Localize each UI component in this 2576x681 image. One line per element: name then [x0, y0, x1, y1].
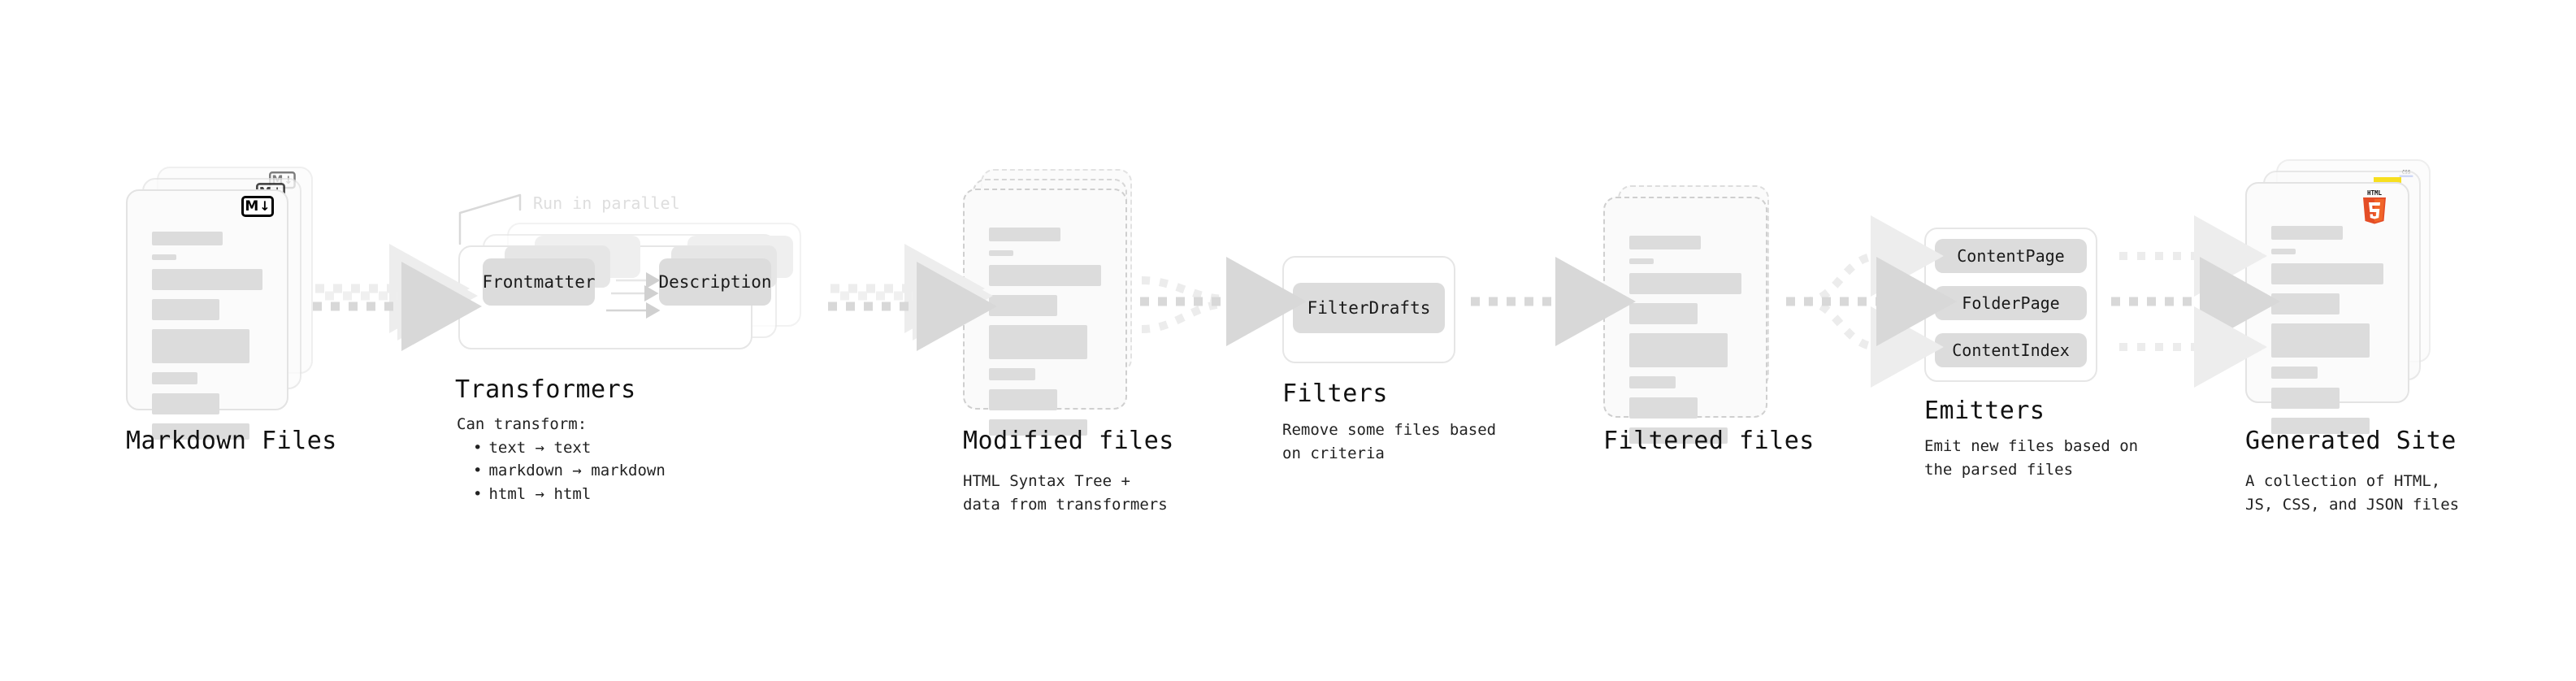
emitter-chip-label: ContentPage — [1957, 246, 2065, 266]
skeleton-line — [2271, 418, 2370, 434]
skeleton-line — [152, 372, 197, 384]
stage-title-filters: Filters — [1282, 380, 1388, 408]
skeleton-line — [989, 265, 1101, 286]
skeleton-line — [152, 299, 219, 320]
skeleton-line — [989, 389, 1058, 410]
stage-title-markdown-files: Markdown Files — [126, 427, 337, 455]
connector-modified-to-filters — [1140, 257, 1307, 346]
stage-subtitle-filters: Remove some files based on criteria — [1282, 421, 1497, 462]
skeleton-line — [152, 269, 262, 290]
transformer-chip-label: Description — [658, 272, 772, 292]
transformers-bullet-item: markdown → markdown — [473, 459, 733, 483]
stage-title-transformers: Transformers — [455, 375, 636, 404]
transformers-subtitle-lead: Can transform: — [457, 415, 588, 433]
skeleton-line — [989, 325, 1088, 359]
skeleton-line — [2271, 367, 2318, 379]
emitter-chip-label: FolderPage — [1962, 293, 2060, 313]
stage-title-modified-files: Modified files — [963, 427, 1174, 455]
skeleton-line — [2271, 388, 2340, 409]
transformers-bullet-item: html → html — [473, 483, 733, 506]
modified-file-card-front — [963, 189, 1127, 436]
emitter-chip-contentpage[interactable]: ContentPage — [1935, 239, 2087, 273]
stage-title-filtered-files: Filtered files — [1603, 427, 1815, 455]
run-in-parallel-label: Run in parallel — [533, 193, 680, 213]
skeleton-line — [989, 295, 1058, 316]
skeleton-line-title — [989, 228, 1061, 241]
stage-subtitle-emitters: Emit new files based on the parsed files — [1924, 437, 2139, 479]
skeleton-line-small — [989, 250, 1014, 256]
svg-text:HTML: HTML — [2367, 189, 2383, 197]
skeleton-line — [1629, 303, 1698, 324]
markdown-icon-letter: M — [245, 197, 259, 215]
skeleton-line — [152, 329, 249, 363]
transformer-chip-frontmatter[interactable]: Frontmatter — [482, 258, 596, 306]
emitter-chip-label: ContentIndex — [1952, 340, 2070, 360]
skeleton-line — [1629, 397, 1698, 419]
skeleton-line — [152, 393, 219, 414]
html5-icon: HTML — [2361, 189, 2388, 224]
generated-site-skeleton — [2271, 226, 2383, 443]
skeleton-line — [2271, 263, 2383, 284]
skeleton-line-small — [1629, 258, 1654, 264]
stage-subtitle-transformers: Can transform: text → text markdown → ma… — [457, 413, 733, 505]
skeleton-line — [152, 423, 249, 440]
skeleton-line-title — [152, 232, 223, 245]
stage-title-generated-site: Generated Site — [2245, 427, 2457, 455]
filtered-file-card-front — [1603, 197, 1767, 444]
skeleton-line — [1629, 376, 1676, 388]
skeleton-line-small — [152, 254, 176, 260]
transformer-chip-label: Frontmatter — [482, 272, 596, 292]
markdown-icon-arrow: ↓ — [259, 198, 271, 214]
transformer-chip-description[interactable]: Description — [658, 258, 772, 306]
transformers-group: Frontmatter Description Run in parallel — [445, 193, 827, 349]
markdown-file-card-front — [126, 189, 288, 440]
filter-chip-label: FilterDrafts — [1307, 298, 1431, 318]
skeleton-line — [1629, 273, 1741, 294]
connector-filtered-to-emitters — [1786, 215, 1957, 388]
skeleton-line-small — [2271, 249, 2296, 254]
skeleton-line — [2271, 293, 2340, 314]
skeleton-line-title — [1629, 236, 1702, 249]
filtered-file-skeleton — [1629, 236, 1741, 453]
skeleton-line — [989, 368, 1035, 380]
generated-site-card-stack: CSS HTML — [2245, 159, 2440, 434]
markdown-file-skeleton — [152, 232, 262, 449]
emitters-group: ContentPage FolderPage ContentIndex — [1924, 228, 2099, 390]
stage-title-emitters: Emitters — [1924, 397, 2045, 425]
skeleton-line-title — [2271, 226, 2344, 240]
markdown-files-card-stack: M ↓ M ↓ M ↓ — [126, 167, 313, 440]
filtered-files-card-stack — [1603, 185, 1790, 444]
skeleton-line — [1629, 427, 1728, 444]
connector-transformers-to-modified — [828, 244, 997, 351]
transformers-bullet-item: text → text — [473, 436, 733, 460]
skeleton-line — [989, 419, 1088, 436]
connector-emitters-to-generated — [2111, 215, 2280, 388]
stage-subtitle-modified-files: HTML Syntax Tree + data from transformer… — [963, 472, 1168, 514]
modified-file-skeleton — [989, 228, 1101, 445]
skeleton-line — [2271, 323, 2370, 358]
filters-group: FilterDrafts — [1282, 256, 1457, 370]
emitter-chip-contentindex[interactable]: ContentIndex — [1935, 333, 2087, 367]
transformers-bullet-list: text → text markdown → markdown html → h… — [457, 436, 733, 506]
connector-markdown-to-transformers — [313, 244, 482, 351]
stage-subtitle-generated-site: A collection of HTML, JS, CSS, and JSON … — [2245, 472, 2460, 514]
filter-chip-filterdrafts[interactable]: FilterDrafts — [1293, 283, 1445, 333]
emitter-chip-folderpage[interactable]: FolderPage — [1935, 286, 2087, 320]
modified-files-card-stack — [963, 169, 1150, 436]
markdown-icon: M ↓ — [241, 196, 274, 217]
skeleton-line — [1629, 333, 1728, 367]
